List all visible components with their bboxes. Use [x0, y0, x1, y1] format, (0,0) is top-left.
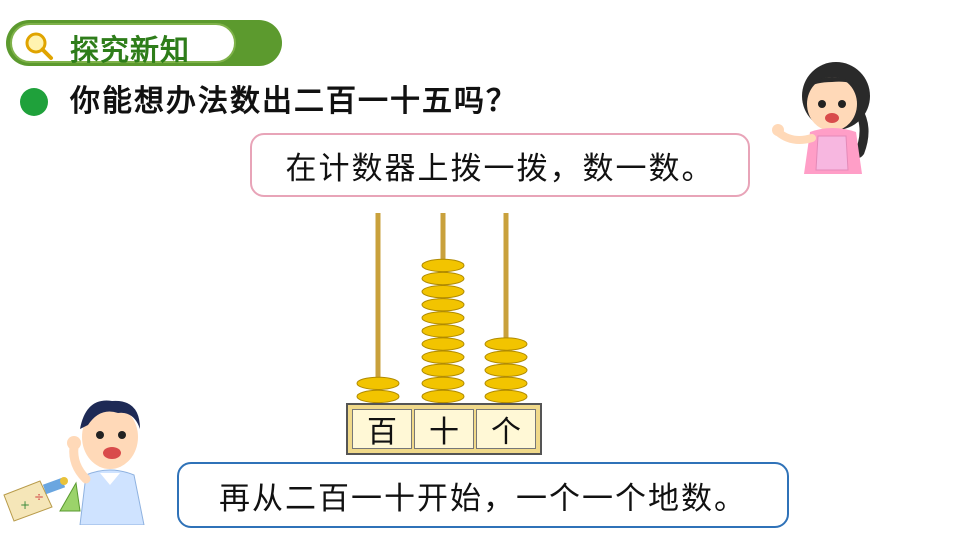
- abacus-bead-tens: [421, 389, 465, 404]
- speech-bubble-girl: 在计数器上拨一拨，数一数。: [250, 133, 750, 197]
- section-header-inner: 探究新知: [10, 23, 236, 67]
- abacus-bead-tens: [421, 324, 465, 338]
- abacus-bead-tens: [421, 258, 465, 273]
- question-text: 你能想办法数出二百一十五吗？: [70, 84, 518, 119]
- abacus-bead-hundreds: [356, 389, 400, 404]
- search-icon: [25, 32, 53, 60]
- abacus-bead-tens: [421, 271, 465, 286]
- abacus-bead-ones: [484, 337, 528, 351]
- abacus-bead-ones: [484, 376, 528, 391]
- abacus-bead-tens: [421, 298, 465, 312]
- bullet-dot: [20, 88, 48, 116]
- abacus-bead-ones: [484, 389, 528, 404]
- abacus-bead-tens: [421, 337, 465, 351]
- section-title: 探究新知: [70, 33, 191, 67]
- bubble-text-top: 在计数器上拨一拨，数一数。: [285, 150, 715, 187]
- bubble-text-bottom: 再从二百一十开始，一个一个地数。: [219, 480, 747, 517]
- abacus-rod-ones: [503, 213, 509, 403]
- abacus-bead-tens: [421, 363, 465, 377]
- abacus-rod-hundreds: [375, 213, 381, 403]
- svg-text:+: +: [20, 498, 30, 512]
- girl-illustration: [772, 62, 870, 174]
- abacus-bead-ones: [484, 363, 528, 377]
- place-label-hundreds: 百: [352, 409, 412, 450]
- section-header: 探究新知: [6, 20, 282, 67]
- svg-text:÷: ÷: [34, 490, 44, 504]
- abacus-bead-hundreds: [356, 376, 400, 391]
- abacus-bead-tens: [421, 376, 465, 391]
- abacus-bead-tens: [421, 350, 465, 364]
- place-label-tens: 十: [414, 409, 474, 450]
- speech-bubble-boy: 再从二百一十开始，一个一个地数。: [177, 462, 789, 528]
- abacus-bead-tens: [421, 285, 465, 299]
- boy-illustration: + ÷: [3, 400, 145, 525]
- abacus-bead-tens: [421, 311, 465, 325]
- counter-abacus: [356, 213, 528, 404]
- abacus-base: 百 十 个: [346, 403, 542, 455]
- abacus-bead-ones: [484, 350, 528, 364]
- place-label-ones: 个: [476, 409, 536, 450]
